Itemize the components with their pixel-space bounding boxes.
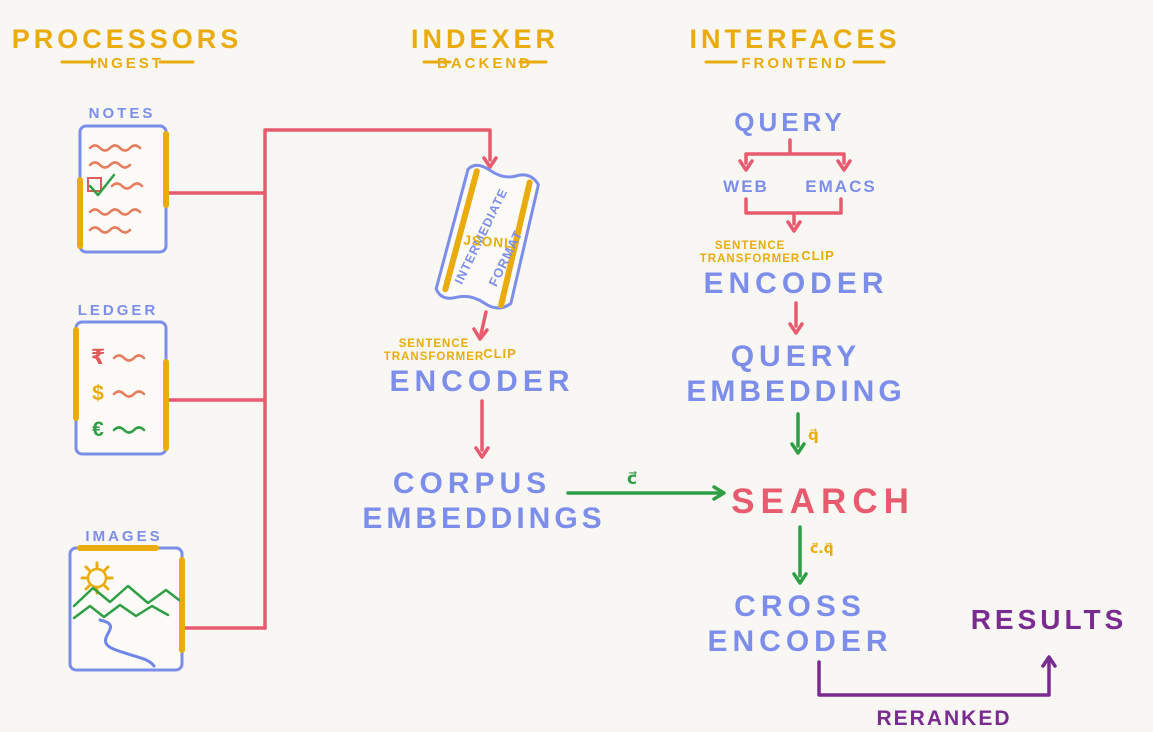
images-source: IMAGES (68, 528, 185, 672)
interfaces-title: INTERFACES (689, 24, 900, 54)
notes-scribble-4 (88, 208, 142, 216)
processors-subtitle: INGEST (90, 55, 164, 72)
indexer-subtitle: BACKEND (437, 55, 533, 72)
scroll-to-encoder-line (479, 310, 488, 336)
mountains-icon (72, 584, 181, 608)
ledger-scribble-3 (112, 426, 146, 434)
corpus-to-search-arrowhead (712, 485, 726, 501)
notes-checkmark-icon (88, 173, 116, 197)
query-to-emacs-arrowhead (836, 159, 852, 172)
mountains-icon-2 (72, 603, 170, 620)
rerank-path (817, 660, 1051, 697)
search-to-cross-arrowhead (792, 572, 808, 585)
corpus-line2: EMBEDDINGS (362, 502, 605, 535)
web-label: WEB (723, 177, 769, 196)
notes-scribble-1 (88, 144, 142, 152)
merge-arrowhead (786, 220, 802, 233)
iface-encoder-pre-line1: SENTENCE (715, 240, 786, 252)
notes-scribble-5 (88, 226, 132, 234)
indexer-encoder: SENTENCE TRANSFORMER CLIP ENCODER (384, 338, 574, 459)
corpus-to-search: c⃗ (566, 469, 726, 501)
notes-scribble-3 (110, 182, 144, 190)
ledger-source: LEDGER ₹ $ € (73, 302, 169, 456)
scroll-band-right (498, 179, 533, 309)
similarity-label: c⃗.q⃗ (810, 541, 834, 557)
notes-label: NOTES (89, 105, 156, 122)
indexer-encoder-pre-line1: SENTENCE (399, 338, 470, 350)
indexer-header: INDEXER BACKEND (411, 24, 559, 72)
encoder-to-embedding-arrowhead (788, 322, 804, 335)
scroll-center-label: JSONL (463, 233, 514, 251)
ledger-scribble-1 (112, 354, 146, 362)
query-embedding-line2: EMBEDDING (686, 375, 905, 408)
corpus-embeddings: CORPUS EMBEDDINGS (362, 467, 605, 535)
query-branch-lines (744, 138, 846, 165)
dollar-symbol: $ (92, 382, 104, 405)
indexer-encoder-label: ENCODER (389, 365, 574, 398)
encoder-to-corpus-arrowhead (474, 446, 490, 459)
query-to-web-arrowhead (738, 159, 754, 172)
ledger-label: LEDGER (78, 302, 159, 319)
cross-encoder-line2: ENCODER (707, 625, 892, 658)
clients-merge-lines (744, 197, 843, 226)
ledger-scribble-2 (112, 390, 146, 398)
query-embedding-line1: QUERY (731, 340, 862, 373)
reranked-label: RERANKED (876, 707, 1011, 730)
euro-symbol: € (92, 418, 104, 441)
cross-encoder-line1: CROSS (734, 590, 866, 623)
query-vector-label: q⃗ (808, 426, 819, 444)
scroll-to-encoder-arrowhead (472, 327, 489, 341)
corpus-line1: CORPUS (393, 467, 551, 500)
rupee-symbol: ₹ (91, 346, 106, 369)
scroll-band-left (442, 168, 480, 293)
search-label: SEARCH (731, 482, 915, 521)
processors-title: PROCESSORS (12, 24, 243, 54)
corpus-vector-label: c⃗ (627, 469, 637, 489)
iface-encoder-label: ENCODER (703, 267, 888, 300)
rerank-arrowhead (1041, 655, 1057, 668)
indexer-encoder-pre-line2: TRANSFORMER (384, 351, 484, 363)
interfaces-flow: QUERY WEB EMACS SENTENCE TRANSFORMER CLI… (686, 107, 1128, 730)
indexer-clip-tag: CLIP (483, 346, 517, 361)
scroll-body (434, 163, 540, 310)
river-icon (98, 618, 156, 668)
emacs-label: EMACS (805, 177, 876, 196)
results-label: RESULTS (971, 604, 1128, 635)
ingest-connectors (166, 128, 498, 630)
embedding-to-search-arrowhead (790, 442, 806, 455)
jsonl-scroll-icon: INTERMEDIATE JSONL FORMAT (434, 163, 540, 310)
trunk-arrowhead (482, 156, 498, 169)
iface-clip-tag: CLIP (801, 248, 835, 263)
notes-source: NOTES (77, 105, 169, 254)
processors-header: PROCESSORS INGEST (12, 24, 243, 72)
images-label: IMAGES (85, 528, 162, 545)
interfaces-subtitle: FRONTEND (741, 55, 848, 72)
query-label: QUERY (734, 107, 846, 137)
notes-scribble-2 (88, 161, 132, 169)
interfaces-header: INTERFACES FRONTEND (689, 24, 900, 72)
indexer-title: INDEXER (411, 24, 559, 54)
trunk-line (263, 128, 492, 630)
iface-encoder-pre-line2: TRANSFORMER (700, 253, 800, 265)
ledger-card-icon (74, 320, 168, 456)
